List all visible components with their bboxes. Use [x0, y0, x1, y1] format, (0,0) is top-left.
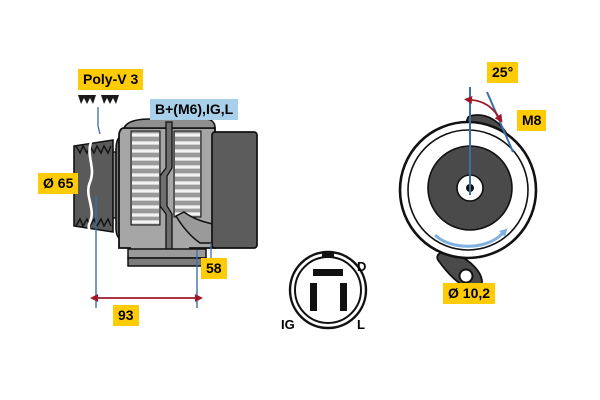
pulley-grooves-top: [75, 144, 112, 155]
callout-angle-25: 25°: [487, 62, 519, 83]
poly-v-leader-line: [97, 107, 101, 135]
callout-length-93: 93: [113, 305, 139, 326]
dimension-93: [90, 235, 203, 308]
connector-pin-ig: [310, 283, 317, 311]
connector-label-ig: IG: [281, 317, 295, 332]
connector-label-l: L: [357, 317, 365, 332]
mounting-foot: [127, 248, 207, 267]
cooling-fins-left: [130, 130, 161, 226]
cooling-fins-right: [173, 130, 202, 218]
callout-bore-diameter: Ø 10,2: [443, 283, 496, 304]
connector-view-group: [288, 250, 368, 330]
mounting-bore-bottom: [458, 268, 474, 284]
callout-terminals: B+(M6),IG,L: [150, 99, 239, 120]
rear-cover: [211, 131, 258, 249]
pulley-grooves-bottom: [75, 217, 112, 228]
callout-pulley-diameter: Ø 65: [38, 173, 79, 194]
rotation-direction-arrow: [434, 228, 508, 248]
connector-key-tab: [322, 253, 334, 257]
side-view-group: [73, 95, 258, 308]
connector-outer-ring: [288, 250, 368, 330]
pulley-body: [73, 139, 114, 233]
connector-inner-ring: [294, 256, 362, 324]
angle-arc-25: [464, 96, 503, 123]
connector-pin-l: [340, 283, 347, 311]
end-view-group: [398, 87, 538, 291]
callout-poly-v: Poly-V 3: [78, 69, 144, 90]
callout-bolt-m8: M8: [517, 110, 547, 131]
poly-v-teeth-icon: [78, 95, 119, 104]
callout-height-58: 58: [201, 258, 227, 279]
pulley-break-line: [87, 140, 94, 235]
connector-pin-d: [313, 269, 343, 276]
connector-label-d: D: [357, 259, 367, 274]
